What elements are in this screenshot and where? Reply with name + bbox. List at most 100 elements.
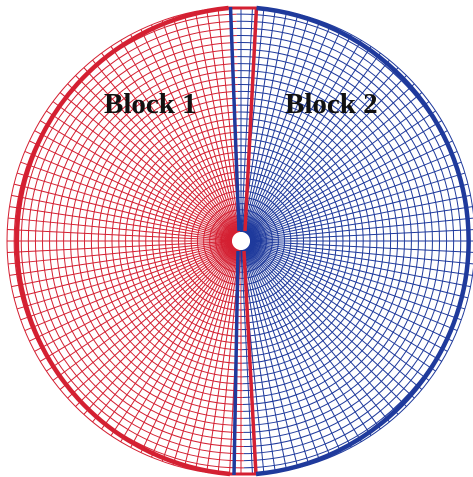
block-1-mesh-spoke bbox=[172, 16, 239, 233]
block-2-mesh-spoke bbox=[247, 83, 415, 236]
block-2-mesh-spoke bbox=[249, 161, 462, 239]
block-1-mesh-spoke bbox=[7, 229, 233, 242]
block-1-mesh-spoke bbox=[16, 243, 233, 310]
block-1-mesh-spoke bbox=[40, 245, 234, 362]
block-2-mesh-spoke bbox=[242, 249, 288, 471]
block-2-mesh-spoke bbox=[247, 246, 423, 390]
block-2-mesh-spoke bbox=[245, 247, 381, 430]
block-2-mesh-spoke bbox=[249, 172, 466, 239]
block-1-mesh-spoke bbox=[13, 242, 233, 299]
block-2-mesh-spoke bbox=[245, 248, 372, 436]
block-1-mesh-spoke bbox=[29, 140, 234, 238]
block-2-mesh-spoke bbox=[248, 244, 453, 342]
block-1-mesh-spoke bbox=[9, 241, 233, 276]
block-2-mesh-spoke bbox=[244, 248, 342, 453]
block-2-mesh-spoke bbox=[246, 67, 399, 235]
block-1-mesh-spoke bbox=[206, 249, 241, 473]
block-1-interface-upper bbox=[243, 6, 259, 232]
block-1-mesh-spoke bbox=[110, 248, 237, 436]
block-2-mesh-spoke bbox=[249, 243, 458, 332]
block-2-mesh-spoke bbox=[246, 247, 399, 415]
block-2-mesh-spoke bbox=[249, 150, 458, 239]
block-1-mesh-spoke bbox=[52, 245, 235, 381]
block-2-mesh-spoke bbox=[246, 59, 390, 235]
block-2-mesh-spoke bbox=[243, 16, 310, 233]
block-1-mesh-spoke bbox=[9, 206, 233, 241]
block-1-mesh-spoke bbox=[161, 20, 239, 233]
block-2-mesh-spoke bbox=[249, 241, 473, 276]
block-1-mesh-spoke bbox=[67, 83, 235, 236]
block-2-mesh-spoke bbox=[242, 249, 299, 469]
block-1-outline bbox=[14, 5, 259, 477]
block-1-mesh-spoke bbox=[46, 245, 234, 372]
block-2-mesh-spoke bbox=[240, 249, 253, 475]
block-2-mesh-spoke bbox=[243, 249, 310, 466]
block-1-mesh-spoke bbox=[16, 172, 233, 239]
block-1-mesh-spoke bbox=[40, 120, 234, 237]
block-1-mesh-spoke bbox=[13, 183, 233, 240]
block-1-mesh-spoke bbox=[101, 52, 237, 235]
block-1-mesh-spoke bbox=[150, 249, 239, 458]
block-2-mesh-spoke bbox=[249, 183, 469, 240]
block-1-mesh-spoke bbox=[140, 29, 238, 234]
block-1-mesh-spoke bbox=[83, 67, 236, 235]
block-2-mesh-spoke bbox=[245, 40, 362, 234]
block-2-boundary-arc bbox=[255, 5, 471, 477]
block-1-mesh-spoke bbox=[194, 249, 240, 471]
block-1-mesh-spoke bbox=[46, 110, 234, 237]
block-2-mesh-spoke bbox=[243, 20, 321, 233]
block-1-mesh-spoke bbox=[140, 248, 238, 453]
center-hub bbox=[232, 232, 250, 250]
block-1-mesh-spoke bbox=[29, 244, 234, 342]
block-2-mesh-spoke bbox=[249, 243, 462, 321]
block-1-mesh-spoke bbox=[130, 34, 238, 234]
block-1-interface-lower bbox=[242, 250, 258, 476]
block-2-mesh-spoke bbox=[245, 248, 362, 442]
block-2-mesh-spoke bbox=[248, 244, 448, 352]
block-1-mesh-spoke bbox=[120, 248, 237, 442]
block-1-boundary-arc bbox=[14, 5, 231, 477]
block-1-mesh-spoke bbox=[194, 11, 240, 233]
block-2-mesh-spoke bbox=[247, 92, 423, 236]
block-2-mesh-spoke bbox=[247, 247, 407, 407]
block-1-mesh-spoke bbox=[8, 217, 233, 241]
block-2-interface-upper bbox=[228, 6, 241, 232]
block-2-mesh-spoke bbox=[248, 245, 442, 362]
block-2-mesh-spoke bbox=[242, 11, 288, 233]
block-2-mesh-spoke bbox=[248, 120, 442, 237]
block-1-mesh-spoke bbox=[8, 241, 233, 265]
block-1-mesh-spoke bbox=[75, 247, 235, 407]
block-2-mesh-spoke bbox=[249, 217, 473, 241]
block-1-mesh-spoke bbox=[83, 247, 236, 415]
block-1-mesh-spoke bbox=[20, 161, 233, 239]
block-2-mesh-spoke bbox=[247, 245, 430, 381]
block-2-mesh-spoke bbox=[247, 101, 430, 237]
block-1-mesh-spoke bbox=[120, 40, 237, 234]
block-2-mesh-spoke bbox=[249, 241, 473, 265]
block-2-interface-lower bbox=[232, 250, 240, 476]
block-1-mesh-spoke bbox=[59, 92, 235, 236]
block-1-mesh-spoke bbox=[92, 59, 236, 235]
block-2-mesh-spoke bbox=[249, 242, 471, 288]
block-1-mesh-spoke bbox=[183, 13, 240, 233]
block-1-mesh-spoke bbox=[24, 150, 233, 239]
block-1-mesh-spoke bbox=[101, 247, 237, 430]
block-2-mesh-spoke bbox=[249, 243, 466, 310]
block-1-mesh-spoke bbox=[110, 46, 237, 234]
block-1-mesh-spoke bbox=[130, 248, 238, 448]
block-2-mesh-spoke bbox=[243, 249, 321, 462]
block-1-mesh-spoke bbox=[183, 249, 240, 469]
block-2-mesh-spoke bbox=[249, 194, 471, 240]
block-2-mesh-spoke bbox=[246, 247, 390, 423]
block-2-mesh-spoke bbox=[245, 52, 381, 235]
block-2-mesh-spoke bbox=[244, 34, 352, 234]
block-2-mesh-spoke bbox=[248, 245, 436, 372]
block-2-mesh-spoke bbox=[247, 75, 407, 235]
block-2-label: Block 2 bbox=[285, 88, 378, 120]
block-1-mesh-spoke bbox=[24, 243, 233, 332]
block-1-mesh-spoke bbox=[7, 240, 233, 253]
block-1-mesh-spoke bbox=[206, 9, 241, 233]
block-2-mesh-spoke bbox=[242, 13, 299, 233]
block-1-mesh-spoke bbox=[34, 244, 234, 352]
block-2-mesh-spoke bbox=[243, 24, 332, 233]
